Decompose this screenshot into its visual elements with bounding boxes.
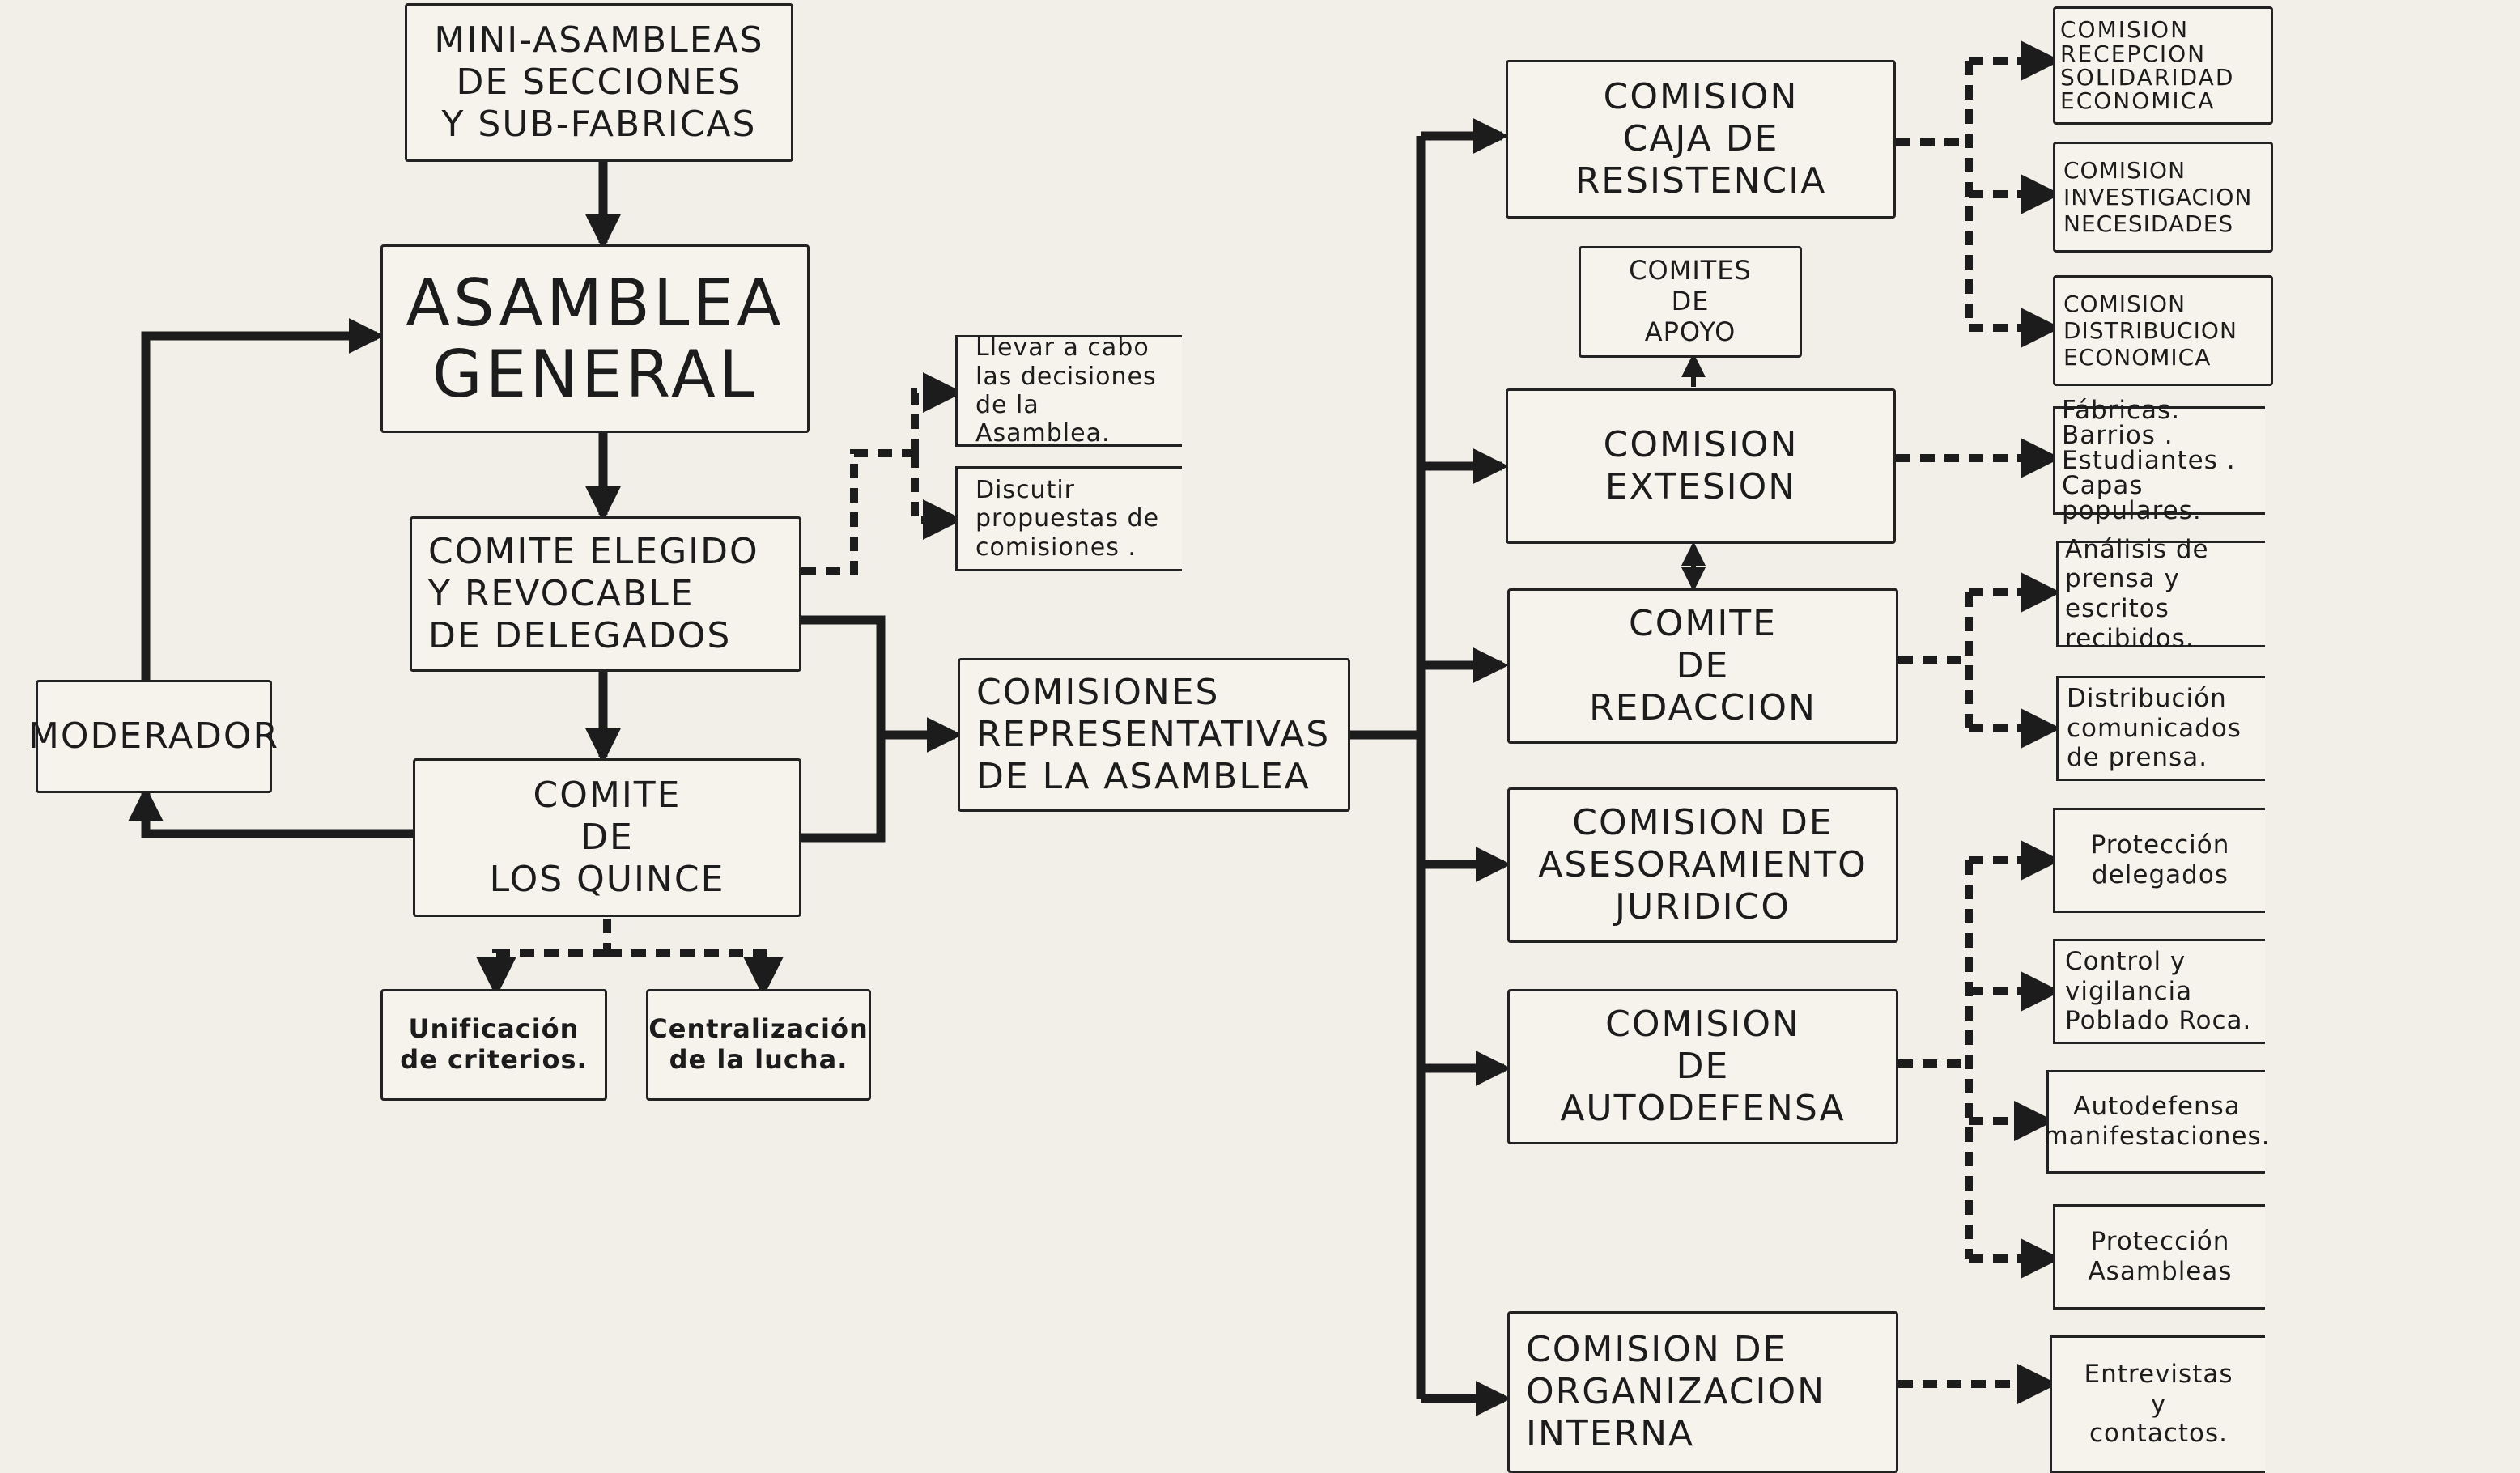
comision-extension-box: COMISION EXTESION xyxy=(1506,388,1896,544)
autodefensa-box: COMISION DE AUTODEFENSA xyxy=(1507,989,1898,1144)
dashed-arrow-llevar xyxy=(911,372,963,453)
asamblea-general-box: ASAMBLEA GENERAL xyxy=(380,244,810,433)
fabricas-box: Fábricas. Barrios . Estudiantes . Capas … xyxy=(2053,397,2265,523)
comite-elegido-box: COMITE ELEGIDO Y REVOCABLE DE DELEGADOS xyxy=(410,516,801,672)
dashed-comite-to-tasks xyxy=(801,449,915,575)
line-comite-to-comisiones xyxy=(801,615,886,843)
autodefensa-manifestaciones-box: Autodefensa manifestaciones. xyxy=(2043,1070,2270,1174)
entrevistas-box: Entrevistas y contactos. xyxy=(2050,1335,2265,1473)
recepcion-box: COMISION RECEPCION SOLIDARIDAD ECONOMICA xyxy=(2053,6,2273,125)
connector-lines xyxy=(128,40,2061,1416)
investigacion-box: COMISION INVESTIGACION NECESIDADES xyxy=(2053,142,2273,253)
comite-quince-box: COMITE DE LOS QUINCE xyxy=(413,758,801,917)
caja-resistencia-box: COMISION CAJA DE RESISTENCIA xyxy=(1506,60,1896,219)
arrow-moderador-to-asamblea xyxy=(141,318,385,680)
dashed-arrow-unificacion xyxy=(476,949,607,997)
distribucion-economica-box: COMISION DISTRIBUCION ECONOMICA xyxy=(2053,275,2273,386)
mini-asambleas-box: MINI-ASAMBLEAS DE SECCIONES Y SUB-FABRIC… xyxy=(405,3,793,162)
llevar-a-cabo-box: Llevar a cabo las decisiones de la Asamb… xyxy=(955,333,1182,448)
discutir-box: Discutir propuestas de comisiones . xyxy=(955,466,1182,571)
comisiones-representativas-box: COMISIONES REPRESENTATIVAS DE LA ASAMBLE… xyxy=(958,658,1350,812)
dashed-arrow-discutir xyxy=(911,453,963,540)
asesoramiento-juridico-box: COMISION DE ASESORAMIENTO JURIDICO xyxy=(1507,787,1898,943)
arrow-quince-to-moderador xyxy=(128,786,413,838)
comite-redaccion-box: COMITE DE REDACCION xyxy=(1507,588,1898,744)
moderador-box: MODERADOR xyxy=(28,680,278,793)
comites-apoyo-box: COMITES DE APOYO xyxy=(1579,246,1802,358)
proteccion-delegados-box: Protección delegados xyxy=(2053,808,2265,913)
analisis-prensa-box: Análisis de prensa y escritos recibidos. xyxy=(2056,535,2265,653)
proteccion-asambleas-box: Protección Asambleas xyxy=(2053,1204,2265,1310)
organization-diagram: MINI-ASAMBLEAS DE SECCIONES Y SUB-FABRIC… xyxy=(28,3,2273,1473)
dashed-arrow-centralizacion xyxy=(607,949,784,997)
organizacion-interna-box: COMISION DE ORGANIZACION INTERNA xyxy=(1507,1311,1898,1473)
unificacion-box: Unificación de criterios. xyxy=(380,989,607,1101)
distribucion-comunicados-box: Distribución comunicados de prensa. xyxy=(2056,676,2265,781)
centralizacion-box: Centralización de la lucha. xyxy=(646,989,871,1101)
control-vigilancia-box: Control y vigilancia Poblado Roca. xyxy=(2053,939,2265,1044)
